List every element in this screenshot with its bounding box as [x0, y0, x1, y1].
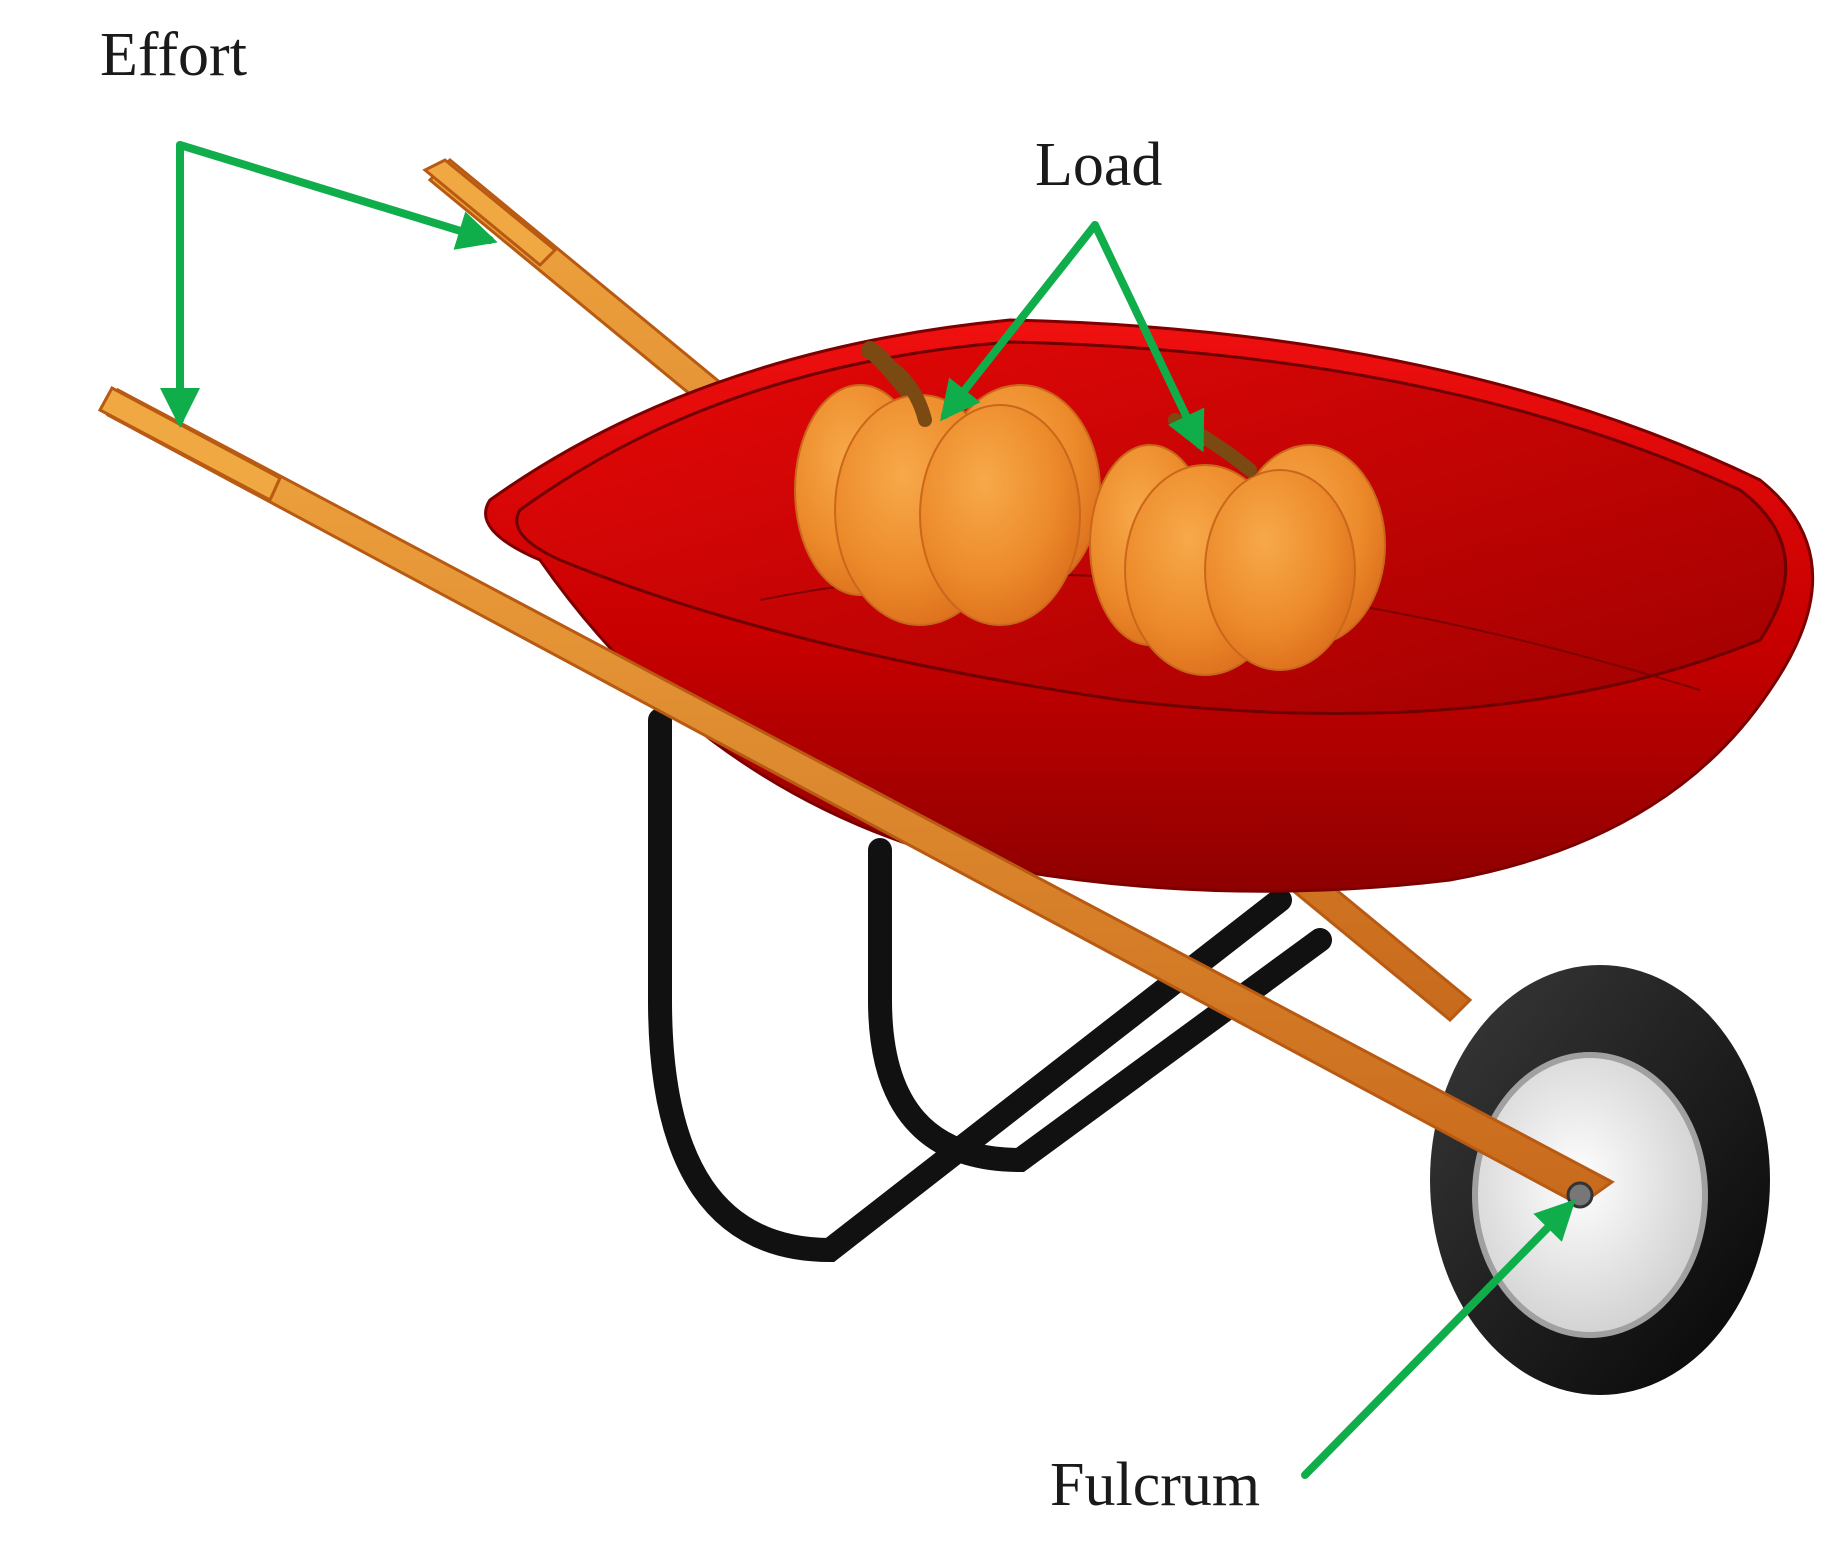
load-label: Load — [1035, 131, 1162, 199]
pumpkin-icon — [1090, 420, 1385, 675]
effort-label: Effort — [100, 21, 247, 89]
fulcrum-label: Fulcrum — [1050, 1451, 1260, 1519]
